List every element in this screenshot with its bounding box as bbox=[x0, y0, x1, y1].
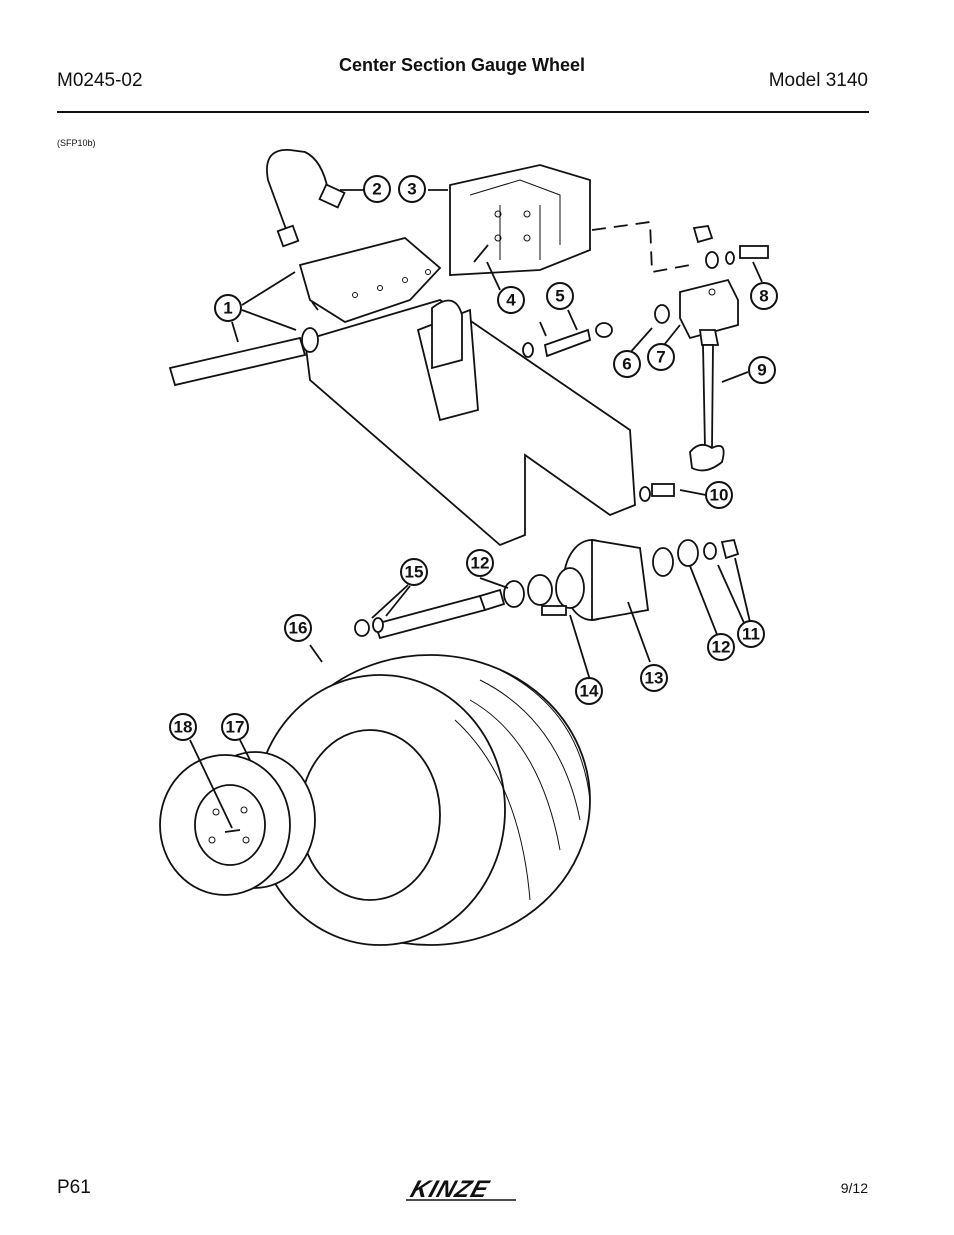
u-bolt bbox=[266, 149, 329, 241]
u-bolt-thread-right bbox=[318, 183, 346, 209]
callout-16: 16 bbox=[284, 614, 312, 642]
svg-text:3: 3 bbox=[407, 180, 416, 199]
top-nut bbox=[692, 225, 714, 244]
pin-5 bbox=[543, 328, 592, 358]
svg-text:8: 8 bbox=[759, 287, 768, 306]
callout-12a: 12 bbox=[466, 549, 494, 577]
svg-text:6: 6 bbox=[622, 355, 631, 374]
callout-3: 3 bbox=[398, 175, 426, 203]
callout-18: 18 bbox=[169, 713, 197, 741]
callout-11: 11 bbox=[737, 620, 765, 648]
svg-text:15: 15 bbox=[405, 563, 424, 582]
callout-5: 5 bbox=[546, 282, 574, 310]
svg-text:14: 14 bbox=[580, 682, 599, 701]
callout-13: 13 bbox=[640, 664, 668, 692]
bearing-12-inner bbox=[503, 580, 525, 608]
bolt-10 bbox=[651, 483, 675, 497]
bearing-12-outer bbox=[677, 539, 699, 567]
svg-text:13: 13 bbox=[645, 669, 664, 688]
callout-14: 14 bbox=[575, 677, 603, 705]
svg-text:2: 2 bbox=[372, 180, 381, 199]
callout-9: 9 bbox=[748, 356, 776, 384]
callout-4: 4 bbox=[497, 286, 525, 314]
svg-text:1: 1 bbox=[223, 299, 232, 318]
pivot-pin bbox=[168, 336, 307, 387]
callout-8: 8 bbox=[750, 282, 778, 310]
callout-10: 10 bbox=[705, 481, 733, 509]
svg-text:12: 12 bbox=[712, 638, 731, 657]
valve-stem bbox=[224, 829, 241, 833]
page-number: P61 bbox=[57, 1177, 91, 1198]
dashed-leader bbox=[591, 220, 691, 274]
kinze-logo: KINZE bbox=[406, 1177, 516, 1202]
callout-17: 17 bbox=[221, 713, 249, 741]
svg-text:11: 11 bbox=[742, 625, 760, 644]
svg-text:9: 9 bbox=[757, 361, 766, 380]
svg-text:16: 16 bbox=[289, 619, 308, 638]
callout-2: 2 bbox=[363, 175, 391, 203]
callout-6: 6 bbox=[613, 350, 641, 378]
svg-text:7: 7 bbox=[656, 348, 665, 367]
pivot-block bbox=[679, 278, 739, 340]
svg-text:17: 17 bbox=[226, 718, 245, 737]
callout-15: 15 bbox=[400, 558, 428, 586]
page-title: Center Section Gauge Wheel bbox=[338, 55, 586, 75]
model-number: Model 3140 bbox=[768, 70, 868, 91]
bolt-8 bbox=[739, 245, 769, 259]
mount-bracket bbox=[449, 164, 591, 276]
callout-12b: 12 bbox=[707, 633, 735, 661]
svg-text:4: 4 bbox=[506, 291, 516, 310]
svg-text:10: 10 bbox=[710, 486, 729, 505]
svg-text:5: 5 bbox=[555, 287, 564, 306]
header-rule bbox=[57, 111, 869, 113]
top-plate bbox=[298, 237, 442, 323]
race-inner bbox=[527, 574, 553, 606]
callout-1a: 1 bbox=[214, 294, 242, 322]
callout-7: 7 bbox=[647, 343, 675, 371]
arm-lug bbox=[431, 299, 463, 370]
bushing-6 bbox=[654, 304, 670, 324]
svg-text:18: 18 bbox=[174, 718, 193, 737]
exploded-parts-diagram: 1 2 3 4 5 6 7 8 9 10 15 12 11 12 16 13 1… bbox=[159, 149, 778, 946]
figure-reference: (SFP10b) bbox=[57, 138, 96, 148]
svg-text:KINZE: KINZE bbox=[407, 1177, 493, 1202]
spindle bbox=[373, 594, 487, 640]
u-bolt-thread-left bbox=[276, 224, 300, 248]
castle-nut bbox=[720, 538, 740, 560]
svg-text:12: 12 bbox=[471, 554, 490, 573]
bracket-bolt bbox=[473, 244, 489, 263]
revision-date: 9/12 bbox=[840, 1180, 868, 1196]
document-number: M0245-02 bbox=[57, 70, 143, 91]
adjusting-screw bbox=[702, 344, 714, 449]
